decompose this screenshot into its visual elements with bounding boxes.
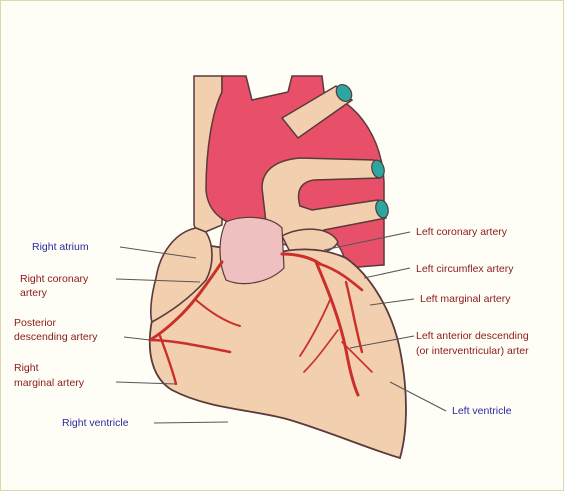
label-right-coronary-1: Right coronary <box>20 273 89 285</box>
label-right-marginal-2: marginal artery <box>14 377 85 389</box>
label-right-coronary-2: artery <box>20 287 48 299</box>
label-left-circumflex-artery: Left circumflex artery <box>416 263 514 275</box>
leader-right-ventricle <box>154 422 228 423</box>
leader-posterior-descending <box>124 337 150 340</box>
label-left-coronary-artery: Left coronary artery <box>416 226 508 238</box>
label-left-marginal-artery: Left marginal artery <box>420 293 511 305</box>
leader-left-circumflex <box>364 268 410 278</box>
label-posterior-descending-1: Posterior <box>14 317 57 329</box>
aortic-root-region <box>220 217 284 283</box>
label-left-ventricle: Left ventricle <box>452 405 512 417</box>
label-right-marginal-1: Right <box>14 362 39 374</box>
label-posterior-descending-2: descending artery <box>14 331 98 343</box>
label-left-anterior-descending-2: (or interventricular) arter <box>416 345 529 357</box>
label-right-atrium: Right atrium <box>32 241 89 253</box>
label-right-ventricle: Right ventricle <box>62 417 129 429</box>
label-left-anterior-descending-1: Left anterior descending <box>416 330 529 342</box>
